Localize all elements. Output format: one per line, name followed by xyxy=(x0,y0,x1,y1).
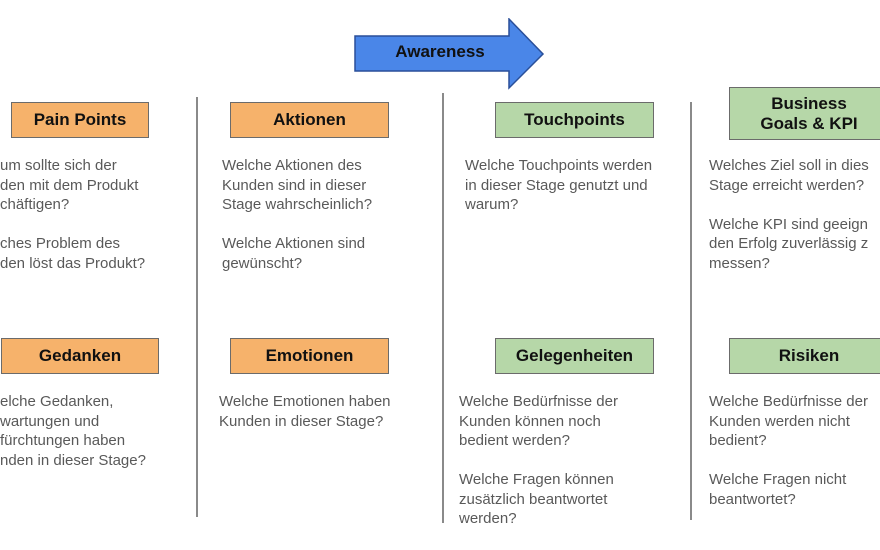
text-line: Welche KPI sind geeign xyxy=(709,215,868,233)
text-line: Welche Aktionen sind xyxy=(222,235,366,252)
text-line: um sollte sich der xyxy=(0,157,117,174)
line-gap xyxy=(709,451,868,471)
business-title-line: Goals & KPI xyxy=(760,113,858,133)
column-divider xyxy=(442,93,444,523)
text-line: Welche Aktionen des xyxy=(222,157,362,174)
gelegenheiten-header: Gelegenheiten xyxy=(495,338,654,374)
text-line: Welche Bedürfnisse der xyxy=(459,393,618,410)
gedanken-header: Gedanken xyxy=(1,338,159,374)
text-line: elche Gedanken, xyxy=(0,393,114,410)
text-line: Kunden sind in dieser xyxy=(222,176,367,194)
text-line: Welche Touchpoints werden xyxy=(465,157,653,174)
text-line: Kunden in dieser Stage? xyxy=(219,412,384,430)
text-line: Welches Ziel soll in dies xyxy=(709,157,869,174)
text-line: warum? xyxy=(465,196,519,213)
text-line: bedient werden? xyxy=(459,432,570,449)
aktionen-header: Aktionen xyxy=(230,102,389,138)
text-line: Welche Fragen können xyxy=(459,471,614,488)
text-line: messen? xyxy=(709,254,770,272)
touchpoints-header: Touchpoints xyxy=(495,102,654,138)
text-line: Welche Fragen nicht xyxy=(709,471,847,488)
text-line: nden in dieser Stage? xyxy=(0,451,146,469)
text-line: den Erfolg zuverlässig z xyxy=(709,235,869,252)
text-line: Stage wahrscheinlich? xyxy=(222,196,373,213)
text-line: beantwortet? xyxy=(709,490,796,508)
text-line: Stage erreicht werden? xyxy=(709,176,865,194)
text-line: wartungen und xyxy=(0,412,100,430)
pain-points-header: Pain Points xyxy=(11,102,149,138)
stage-arrow xyxy=(354,18,545,90)
text-line: den löst das Produkt? xyxy=(0,254,146,272)
pain-points-text: um sollte sich der den mit dem Produkt chä… xyxy=(0,156,145,273)
business-goals-header: Business Goals & KPI xyxy=(729,87,880,140)
business-title-line: Business xyxy=(771,93,847,113)
column-divider xyxy=(196,97,198,517)
text-line: gewünscht? xyxy=(222,254,303,272)
text-line: werden? xyxy=(459,510,517,527)
text-line: Kunden können noch xyxy=(459,412,601,430)
text-line: fürchtungen haben xyxy=(0,432,126,449)
risiken-header: Risiken xyxy=(729,338,880,374)
text-line: in dieser Stage genutzt und xyxy=(465,176,648,194)
text-line: zusätzlich beantwortet xyxy=(459,490,608,508)
stage-label: Awareness xyxy=(395,42,485,61)
text-line: bedient? xyxy=(709,432,767,449)
text-line: Welche Emotionen haben xyxy=(219,393,391,410)
line-gap xyxy=(709,195,869,215)
column-divider xyxy=(690,102,692,520)
text-line: den mit dem Produkt xyxy=(0,176,139,194)
text-line: Welche Bedürfnisse der xyxy=(709,393,868,410)
touchpoints-text: Welche Touchpoints werden in dieser Stage… xyxy=(465,156,652,215)
line-gap xyxy=(222,215,372,235)
line-gap xyxy=(0,215,145,235)
text-line: chäftigen? xyxy=(0,196,70,213)
gedanken-text: elche Gedanken, wartungen und fürchtungen … xyxy=(0,392,146,470)
emotionen-header: Emotionen xyxy=(230,338,389,374)
text-line: ches Problem des xyxy=(0,235,121,252)
text-line: Kunden werden nicht xyxy=(709,412,850,430)
line-gap xyxy=(459,451,618,471)
